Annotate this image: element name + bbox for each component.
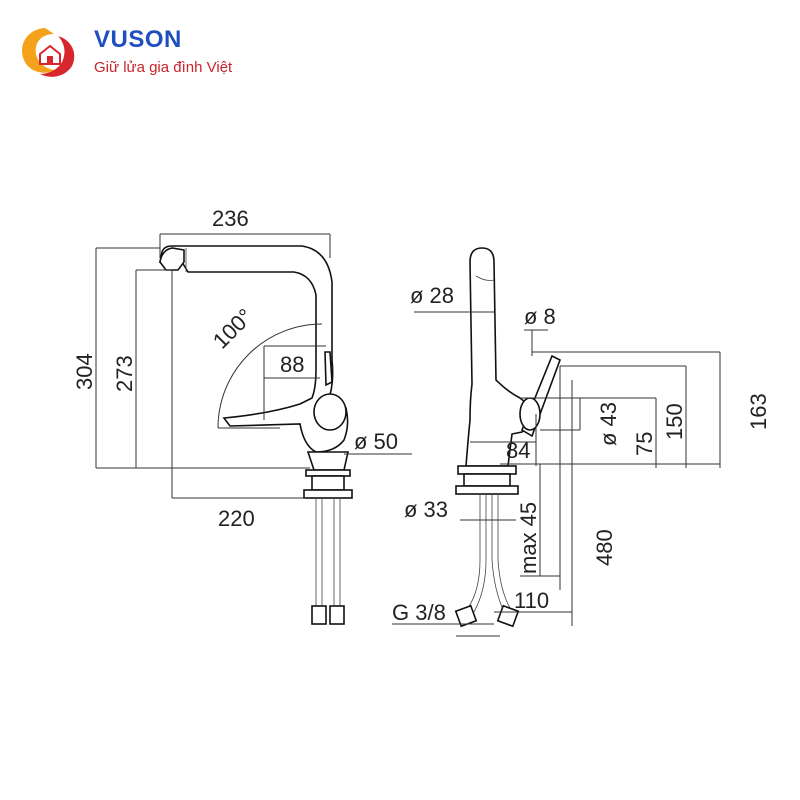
- front-dim-236: 236: [212, 206, 249, 231]
- side-dim-max-45: max 45: [516, 502, 541, 574]
- side-dim-connection-g38: G 3/8: [392, 600, 446, 625]
- front-dimension-lines: [95, 233, 412, 499]
- brand-name: VUSON: [94, 26, 182, 53]
- front-handle-ring: [313, 393, 347, 431]
- front-dim-273: 273: [112, 355, 137, 392]
- front-dim-88: 88: [280, 352, 304, 377]
- front-dim-100-degrees: 100°: [208, 304, 258, 354]
- side-dim-163: 163: [746, 393, 771, 430]
- front-lever: [324, 351, 333, 387]
- side-dim-diameter-33: ø 33: [404, 497, 448, 522]
- brand-tagline: Giữ lửa gia đình Việt: [94, 59, 233, 76]
- side-mount-washer: [455, 485, 519, 495]
- side-hoses: [454, 494, 520, 628]
- front-base: [306, 451, 349, 471]
- side-dim-150: 150: [662, 403, 687, 440]
- side-dim-diameter-28: ø 28: [410, 283, 454, 308]
- front-base-nut: [311, 475, 345, 491]
- front-view: 236 304 273 100° 88 ø 50 220: [72, 206, 412, 625]
- front-rotation-arc: [217, 323, 323, 429]
- side-dimension-lines: [392, 311, 721, 637]
- front-base-plate: [305, 469, 351, 477]
- vuson-logo: VUSON Giữ lửa gia đình Việt: [14, 22, 264, 82]
- front-nozzle: [159, 247, 185, 271]
- front-mount-washer: [303, 489, 353, 499]
- front-dim-304: 304: [72, 353, 97, 390]
- side-dim-75: 75: [632, 432, 657, 456]
- side-body-outline: [465, 247, 532, 467]
- side-view: ø 28 ø 8 ø 43 84 75 150 163 max 45 ø 33 …: [392, 247, 771, 637]
- front-dim-diameter-50: ø 50: [354, 429, 398, 454]
- side-base-nut: [463, 473, 511, 487]
- side-dim-480: 480: [592, 529, 617, 566]
- side-dim-84: 84: [506, 438, 530, 463]
- side-base-plate: [457, 465, 517, 475]
- side-handle-cap: [519, 397, 541, 431]
- side-dim-110: 110: [514, 588, 549, 613]
- side-dim-diameter-8: ø 8: [524, 304, 556, 329]
- flame-house-icon: [22, 28, 75, 77]
- front-hoses: [311, 498, 345, 625]
- side-spout-tip: [475, 275, 495, 281]
- side-dim-diameter-43: ø 43: [596, 402, 621, 446]
- front-dim-220: 220: [218, 506, 255, 531]
